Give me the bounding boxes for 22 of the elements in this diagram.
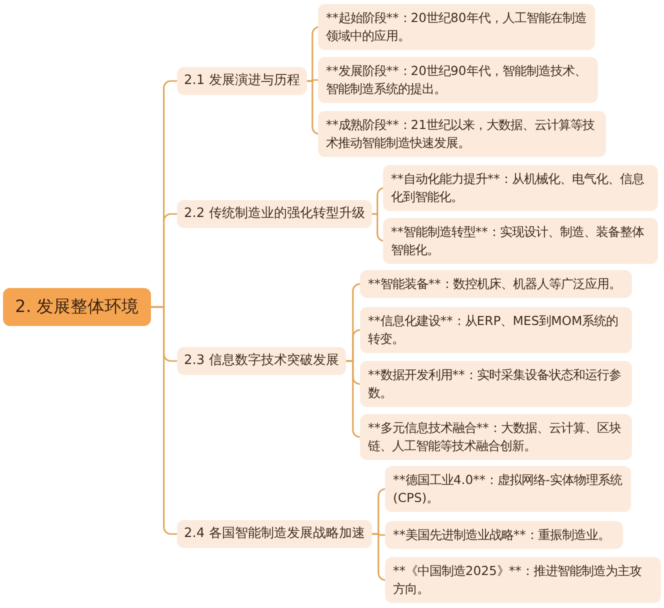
subtopic: 2.2 传统制造业的强化转型升级: [177, 200, 372, 228]
subtopic: 2.4 各国智能制造发展战略加速: [177, 520, 372, 548]
central-topic: 2. 发展整体环境: [3, 288, 151, 326]
detail-card: **美国先进制造业战略**：重振制造业。: [385, 521, 623, 549]
connector-line: [372, 213, 386, 242]
detail-card: **起始阶段**：20世纪80年代，人工智能在制造领域中的应用。: [318, 4, 595, 50]
detail-card: **智能装备**：数控机床、机器人等广泛应用。: [360, 270, 632, 298]
detail-card: **德国工业4.0**：虚拟网络-实体物理系统(CPS)。: [385, 466, 631, 512]
detail-card: **成熟阶段**：21世纪以来，大数据、云计算等技术推动智能制造快速发展。: [318, 111, 606, 157]
detail-card: **多元信息技术融合**：大数据、云计算、区块链、人工智能等技术融合创新。: [360, 414, 632, 460]
connector-line: [306, 80, 320, 135]
connector-line: [150, 306, 177, 535]
detail-card: **自动化能力提升**：从机械化、电气化、信息化到智能化。: [383, 165, 658, 211]
connector-line: [372, 533, 386, 581]
subtopic: 2.1 发展演进与历程: [177, 67, 307, 95]
subtopic: 2.3 信息数字技术突破发展: [177, 347, 346, 375]
connector-line: [346, 360, 361, 438]
detail-card: **发展阶段**：20世纪90年代，智能制造技术、智能制造系统的提出。: [318, 57, 598, 103]
detail-card: **智能制造转型**：实现设计、制造、装备整体智能化。: [383, 218, 658, 264]
detail-card: **数据开发利用**：实时采集设备状态和运行参数。: [360, 361, 632, 407]
detail-card: **《中国制造2025》**：推进智能制造为主攻方向。: [385, 557, 661, 603]
detail-card: **信息化建设**：从ERP、MES到MOM系统的转变。: [360, 307, 632, 353]
